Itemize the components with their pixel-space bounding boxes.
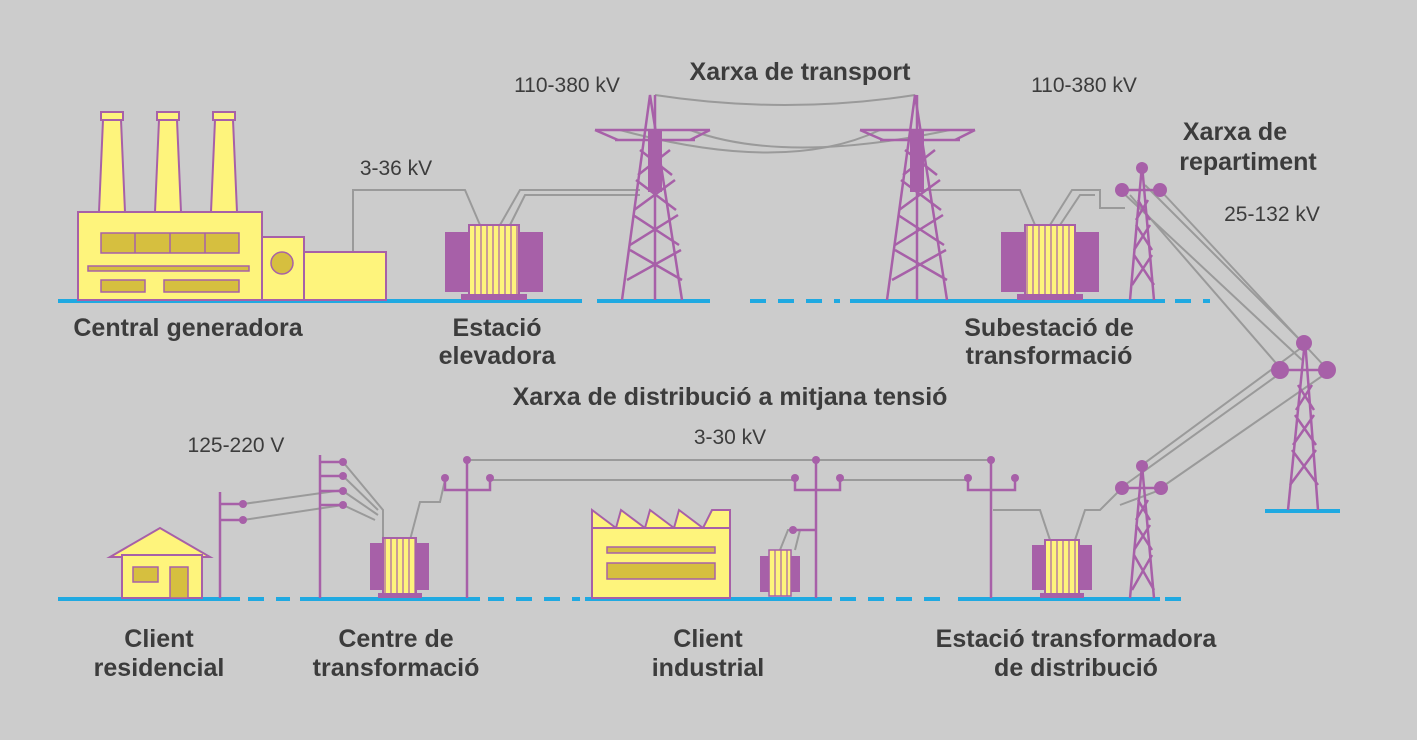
distribution-wires [242, 344, 1329, 551]
central-label: Central generadora [73, 314, 303, 342]
estacio-dist-label-line2: de distribució [994, 654, 1158, 682]
repartiment-tower-middle [1271, 335, 1336, 511]
transport-voltage-right: 110-380 kV [1031, 74, 1137, 97]
centre-label-line2: transformació [313, 654, 480, 682]
client-residencial-label-line1: Client [124, 625, 194, 653]
client-industrial-label-line1: Client [673, 625, 743, 653]
repartiment-voltage: 25-132 kV [1224, 203, 1320, 226]
estacio-label-line2: elevadora [439, 342, 557, 370]
distribution-title: Xarxa de distribució a mitjana tensió [513, 383, 948, 411]
distribution-pole-2 [789, 456, 844, 598]
repartiment-tower-bottom [1115, 460, 1168, 599]
client-residencial-label-line2: residencial [94, 654, 225, 682]
repartiment-title-line2: repartiment [1179, 148, 1317, 176]
subestacio-label-line1: Subestació de [964, 314, 1134, 342]
transmission-tower-left [594, 94, 711, 301]
distribution-voltage: 3-30 kV [694, 426, 766, 449]
subestacio-label-line2: transformació [966, 342, 1133, 370]
transmission-tower-right [859, 94, 976, 301]
generation-voltage: 3-36 kV [360, 157, 432, 180]
residential-voltage: 125-220 V [188, 434, 285, 457]
client-industrial-label-line2: industrial [652, 654, 765, 682]
transport-title: Xarxa de transport [690, 58, 912, 86]
centre-pole [318, 455, 347, 598]
residential-house [106, 526, 214, 599]
industrial-transformer [760, 549, 800, 597]
step-up-transformer [445, 224, 543, 300]
transformation-centre-transformer [370, 537, 429, 598]
substation-transformer [1001, 224, 1099, 300]
industrial-factory [591, 508, 731, 599]
estacio-dist-label-line1: Estació transformadora [936, 625, 1218, 653]
transport-voltage-left: 110-380 kV [514, 74, 620, 97]
distribution-pole-3 [964, 456, 1019, 598]
centre-label-line1: Centre de [338, 625, 453, 653]
power-plant [77, 111, 387, 301]
estacio-label-line1: Estació [453, 314, 542, 342]
repartiment-tower-top [1115, 162, 1167, 301]
distribution-station-transformer [1032, 539, 1092, 598]
residential-pole [218, 492, 247, 598]
repartiment-title-line1: Xarxa de [1183, 118, 1287, 146]
distribution-pole-1 [441, 456, 494, 598]
